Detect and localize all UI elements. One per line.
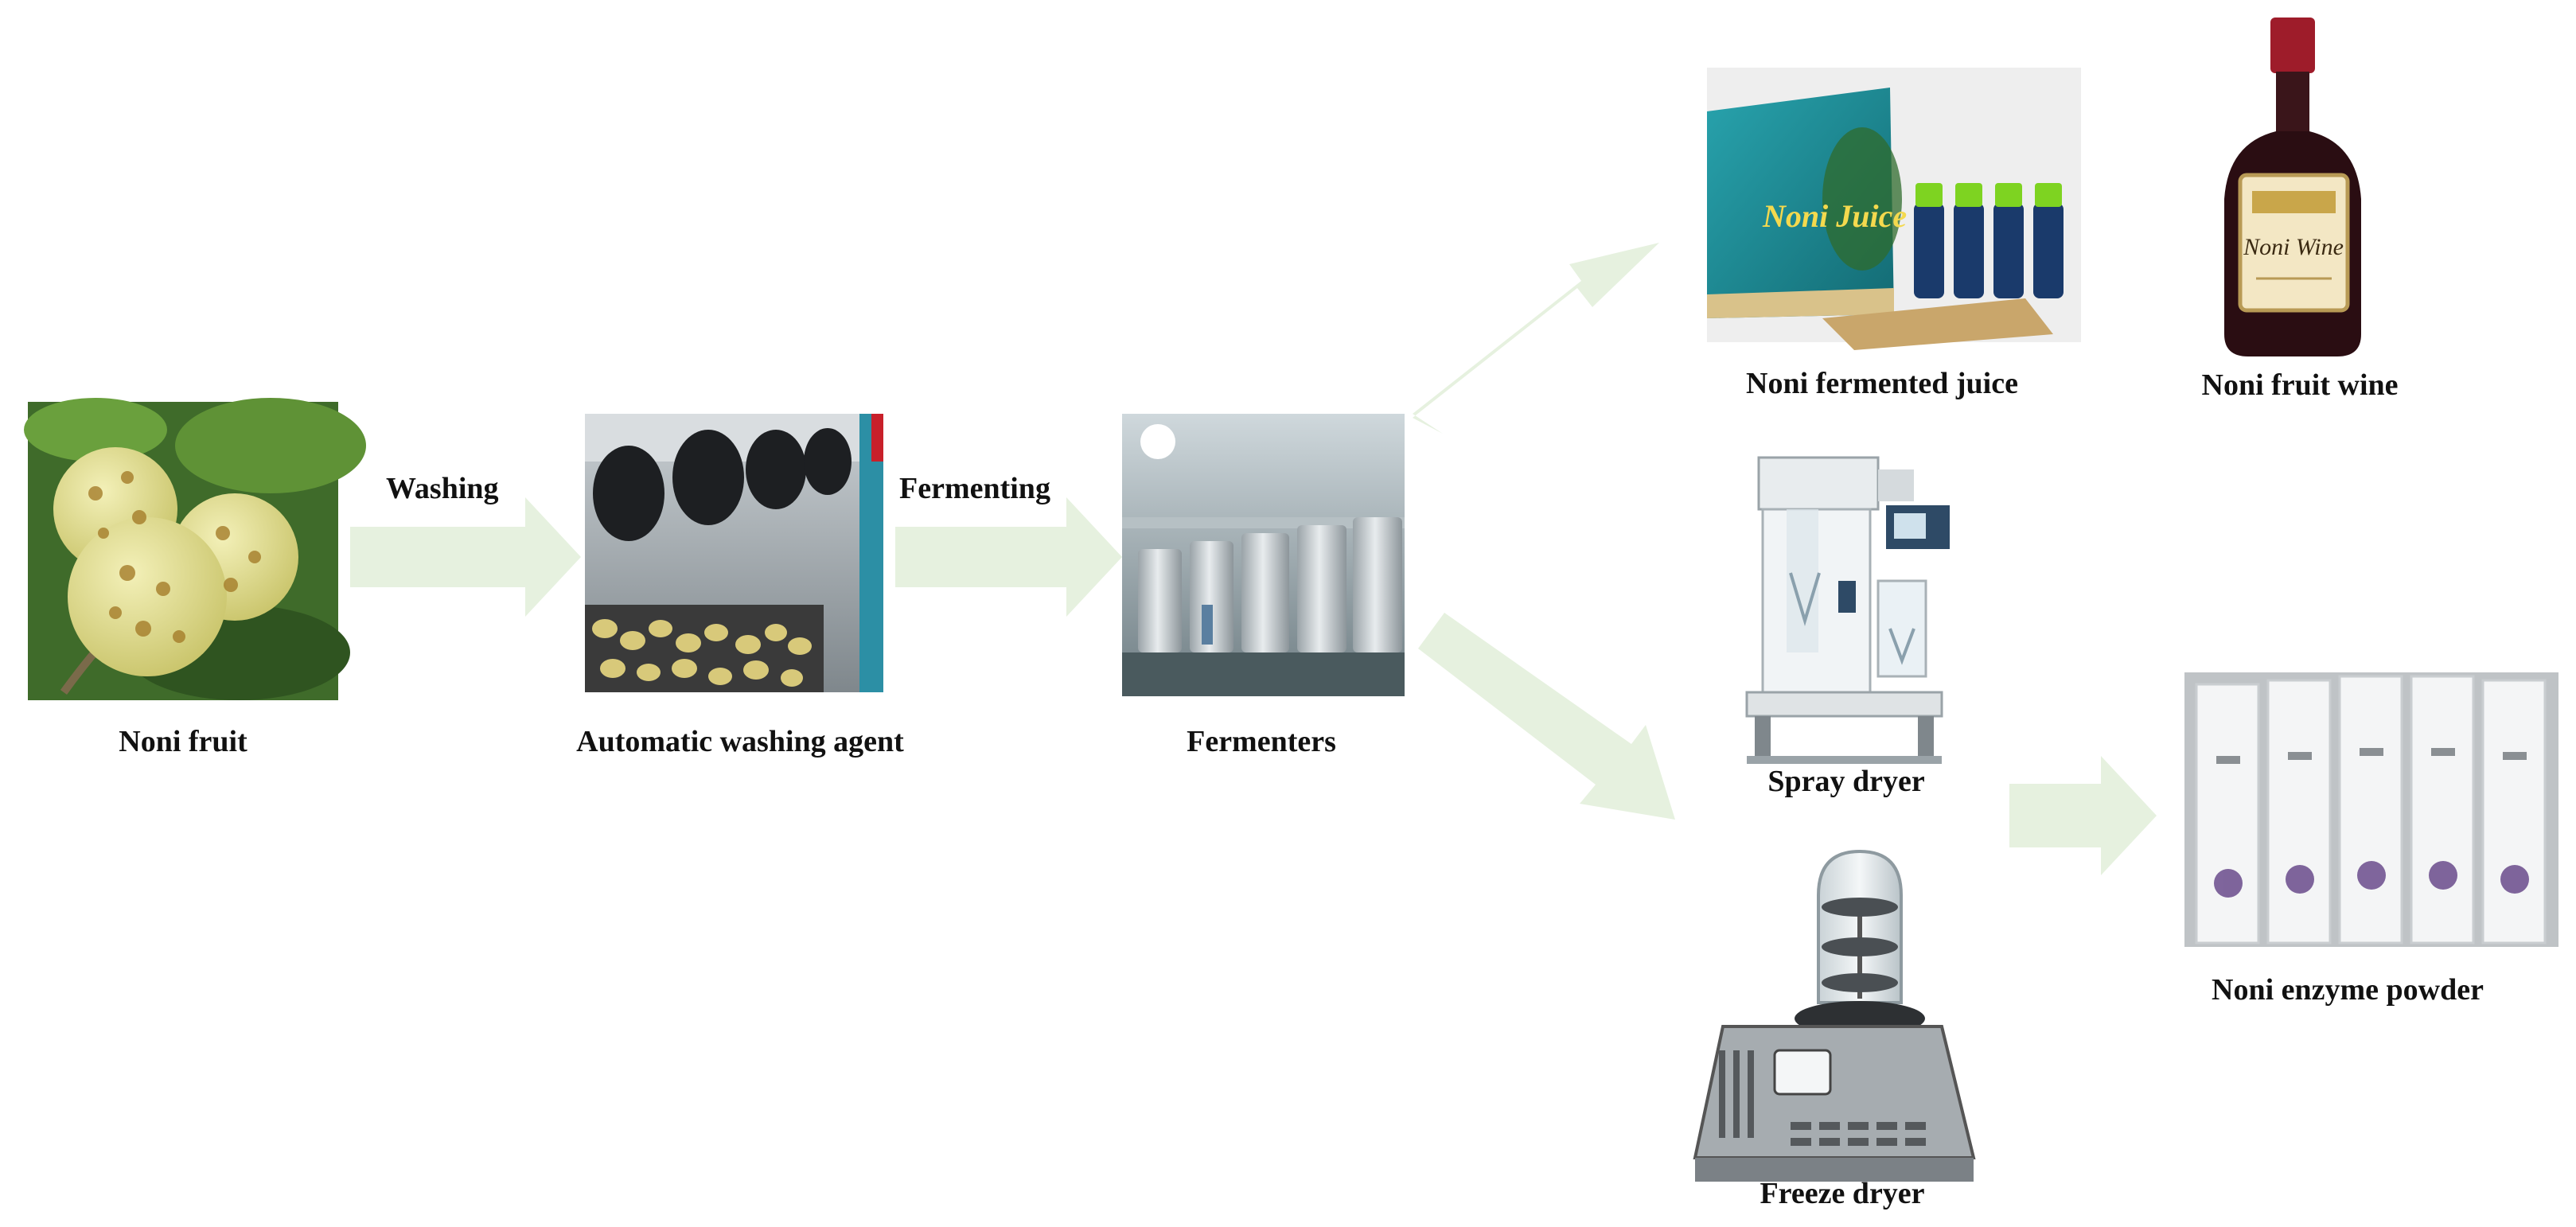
freeze-dryer-illustration xyxy=(1693,849,1976,1182)
arrow-to-dryers xyxy=(1418,613,1675,820)
node-label-fermenters: Fermenters xyxy=(1187,725,1336,758)
arrow-fermenting xyxy=(895,497,1122,617)
node-label-washer: Automatic washing agent xyxy=(576,725,904,758)
node-label-wine: Noni fruit wine xyxy=(2201,368,2399,402)
arrow-washing xyxy=(350,497,581,617)
arrow-to-beverages xyxy=(1413,243,1659,434)
washing-machine-photo xyxy=(585,414,883,692)
juice-box-text: Noni Juice xyxy=(1762,198,1907,234)
node-label-freeze-dryer: Freeze dryer xyxy=(1760,1177,1925,1210)
node-label-spray-dryer: Spray dryer xyxy=(1767,765,1925,798)
edge-label-washing: Washing xyxy=(386,472,499,505)
wine-label-text: Noni Wine xyxy=(2243,234,2344,260)
edge-label-fermenting: Fermenting xyxy=(899,472,1050,505)
juice-bottles xyxy=(1914,183,2064,298)
node-label-noni-fruit: Noni fruit xyxy=(119,725,247,758)
noni-wine-bottle: Noni Wine xyxy=(2224,18,2361,356)
node-label-juice: Noni fermented juice xyxy=(1746,367,2018,400)
spray-dryer-illustration xyxy=(1745,456,1950,764)
arrow-to-powder xyxy=(2009,756,2157,875)
node-label-powder: Noni enzyme powder xyxy=(2212,973,2484,1007)
fermenters-photo xyxy=(1122,414,1405,696)
noni-fruit-photo xyxy=(24,398,366,700)
noni-juice-photo: Noni Juice xyxy=(1707,68,2081,350)
noni-powder-sachets xyxy=(2184,672,2558,947)
